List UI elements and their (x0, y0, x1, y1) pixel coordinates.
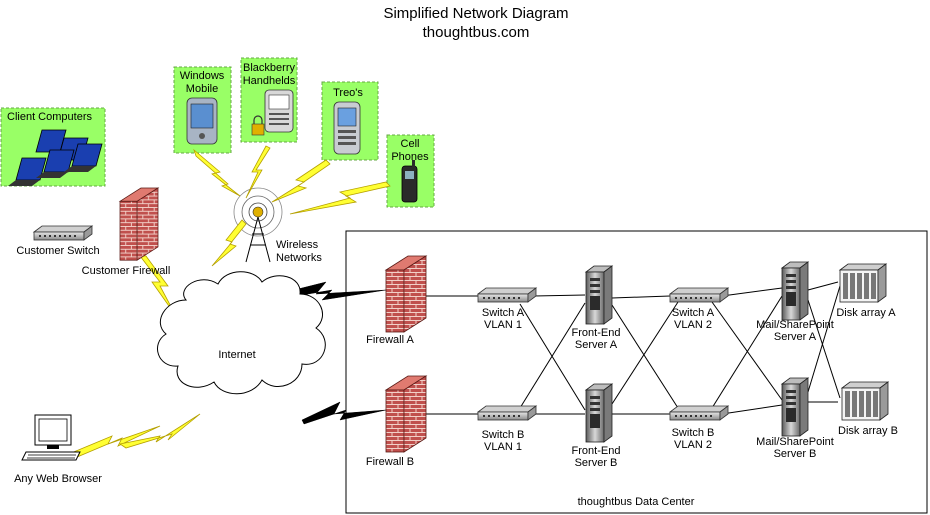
disk-array-a-label: Disk array A (836, 307, 896, 319)
frontend-server-a-label: Front-End (572, 327, 621, 339)
frontend-server-b-label-2: Server B (575, 457, 618, 469)
windows-mobile-device: Windows Mobile (173, 66, 232, 154)
web-browser-computer-icon (21, 414, 81, 461)
disk-array-b-icon (841, 381, 889, 421)
switch-a-vlan1-icon (477, 287, 537, 303)
switch-b-vlan1-label: Switch B (482, 429, 525, 441)
laptop-icon (8, 129, 103, 186)
frontend-server-a-label-2: Server A (575, 339, 618, 351)
switch-a-vlan1-label: Switch A (482, 307, 525, 319)
lock-icon (251, 115, 265, 136)
mail-server-b-label-2: Server B (774, 448, 817, 460)
internet-label: Internet (218, 349, 255, 361)
diagram-subtitle: thoughtbus.com (423, 24, 530, 41)
datacenter-links (425, 281, 841, 415)
switch-b-vlan2-icon (669, 405, 729, 421)
datacenter-boundary (345, 230, 928, 514)
internet-cloud-icon (157, 271, 326, 395)
blackberry-label-2: Handhelds (243, 75, 296, 87)
blackberry-device: Blackberry Handhelds (240, 57, 298, 143)
wireless-networks-label-2: Networks (276, 252, 322, 264)
switch-a-vlan2-icon (669, 287, 729, 303)
switch-a-vlan1-label-2: VLAN 1 (484, 319, 522, 331)
cell-phone-icon (401, 160, 418, 203)
frontend-server-b-icon (585, 383, 613, 443)
mail-server-a-label: Mail/SharePoint (756, 319, 834, 331)
switch-b-vlan1-label-2: VLAN 1 (484, 441, 522, 453)
mail-server-a-label-2: Server A (774, 331, 817, 343)
smartphone-icon (333, 101, 361, 155)
mail-server-a-icon (781, 261, 809, 321)
customer-firewall-label: Customer Firewall (82, 265, 171, 277)
frontend-server-a-icon (585, 265, 613, 325)
firewall-a-icon (385, 255, 427, 333)
frontend-server-b-label: Front-End (572, 445, 621, 457)
wireless-networks-label: Wireless (276, 239, 319, 251)
blackberry-label: Blackberry (243, 62, 295, 74)
client-computers: Client Computers (0, 107, 106, 187)
pda-icon (186, 97, 218, 145)
switch-b-vlan2-label-2: VLAN 2 (674, 439, 712, 451)
mail-server-b-label: Mail/SharePoint (756, 436, 834, 448)
switch-a-vlan2-label: Switch A (672, 307, 715, 319)
cell-phone-device: Cell Phones (386, 134, 435, 208)
blackberry-icon (264, 89, 294, 133)
switch-b-vlan2-label: Switch B (672, 427, 715, 439)
switch-a-vlan2-label-2: VLAN 2 (674, 319, 712, 331)
firewall-b-icon (385, 375, 427, 453)
firewall-b-label: Firewall B (366, 456, 414, 468)
client-computers-label: Client Computers (7, 111, 92, 123)
customer-firewall-icon (119, 187, 159, 261)
datacenter-label: thoughtbus Data Center (578, 496, 695, 508)
firewall-a-label: Firewall A (366, 334, 414, 346)
switch-b-vlan1-icon (477, 405, 537, 421)
treo-label: Treo's (333, 87, 363, 99)
windows-mobile-label-2: Mobile (186, 83, 218, 95)
cell-phones-label: Cell (401, 138, 420, 150)
disk-array-b-label: Disk array B (838, 425, 898, 437)
treo-device: Treo's (321, 81, 379, 161)
customer-switch-label: Customer Switch (16, 245, 99, 257)
wireless-links (63, 145, 391, 461)
web-browser-label: Any Web Browser (14, 473, 102, 485)
customer-switch-icon (33, 225, 93, 241)
disk-array-a-icon (839, 263, 887, 303)
wireless-tower-icon (233, 187, 283, 263)
diagram-title: Simplified Network Diagram (383, 5, 568, 22)
mail-server-b-icon (781, 377, 809, 437)
cell-phones-label-2: Phones (391, 151, 429, 163)
windows-mobile-label: Windows (180, 70, 225, 82)
